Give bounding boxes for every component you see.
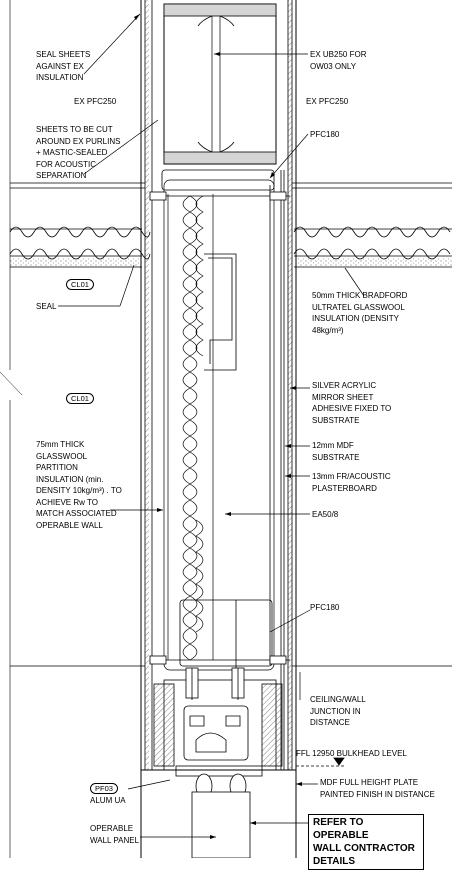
label-pfc180-top: PFC180 bbox=[310, 130, 340, 139]
label-alum-ua: ALUM UA bbox=[90, 796, 126, 805]
tag-pf03: PF03 bbox=[90, 783, 118, 794]
central-insulation bbox=[167, 194, 214, 661]
label-pfc180-bottom: PFC180 bbox=[310, 603, 340, 612]
label-glasswool-75: 75mm THICK GLASSWOOL PARTITION INSULATIO… bbox=[36, 440, 122, 530]
tag-cl01-top: CL01 bbox=[66, 279, 94, 290]
label-operable-panel: OPERABLE WALL PANEL bbox=[90, 824, 140, 845]
operable-wall-panel bbox=[191, 791, 251, 858]
label-ex-ub250: EX UB250 FOR OW03 ONLY bbox=[310, 50, 367, 71]
label-ea50: EA50/8 bbox=[312, 510, 339, 519]
tag-cl01-mid: CL01 bbox=[66, 393, 94, 404]
label-sheets-cut: SHEETS TO BE CUT AROUND EX PURLINS + MAS… bbox=[36, 125, 121, 180]
label-seal: SEAL bbox=[36, 302, 57, 311]
label-ffl-level: FFL 12950 BULKHEAD LEVEL bbox=[296, 749, 407, 758]
label-seal-sheets: SEAL SHEETS AGAINST EX INSULATION bbox=[36, 50, 91, 82]
label-plasterboard: 13mm FR/ACOUSTIC PLASTERBOARD bbox=[312, 472, 391, 493]
label-mdf-plate: MDF FULL HEIGHT PLATE PAINTED FINISH IN … bbox=[320, 778, 435, 799]
label-mdf-12: 12mm MDF SUBSTRATE bbox=[312, 441, 360, 462]
insulation-left-upper bbox=[9, 226, 151, 238]
label-ex-pfc250-left: EX PFC250 bbox=[74, 97, 117, 106]
label-bradford-insulation: 50mm THICK BRADFORD ULTRATEL GLASSWOOL I… bbox=[312, 291, 408, 335]
label-ex-pfc250-right: EX PFC250 bbox=[306, 97, 349, 106]
refer-contractor-box: REFER TO OPERABLE WALL CONTRACTOR DETAIL… bbox=[308, 814, 424, 870]
label-ceiling-junction: CEILING/WALL JUNCTION IN DISTANCE bbox=[310, 695, 366, 727]
label-silver-mirror: SILVER ACRYLIC MIRROR SHEET ADHESIVE FIX… bbox=[312, 381, 392, 425]
